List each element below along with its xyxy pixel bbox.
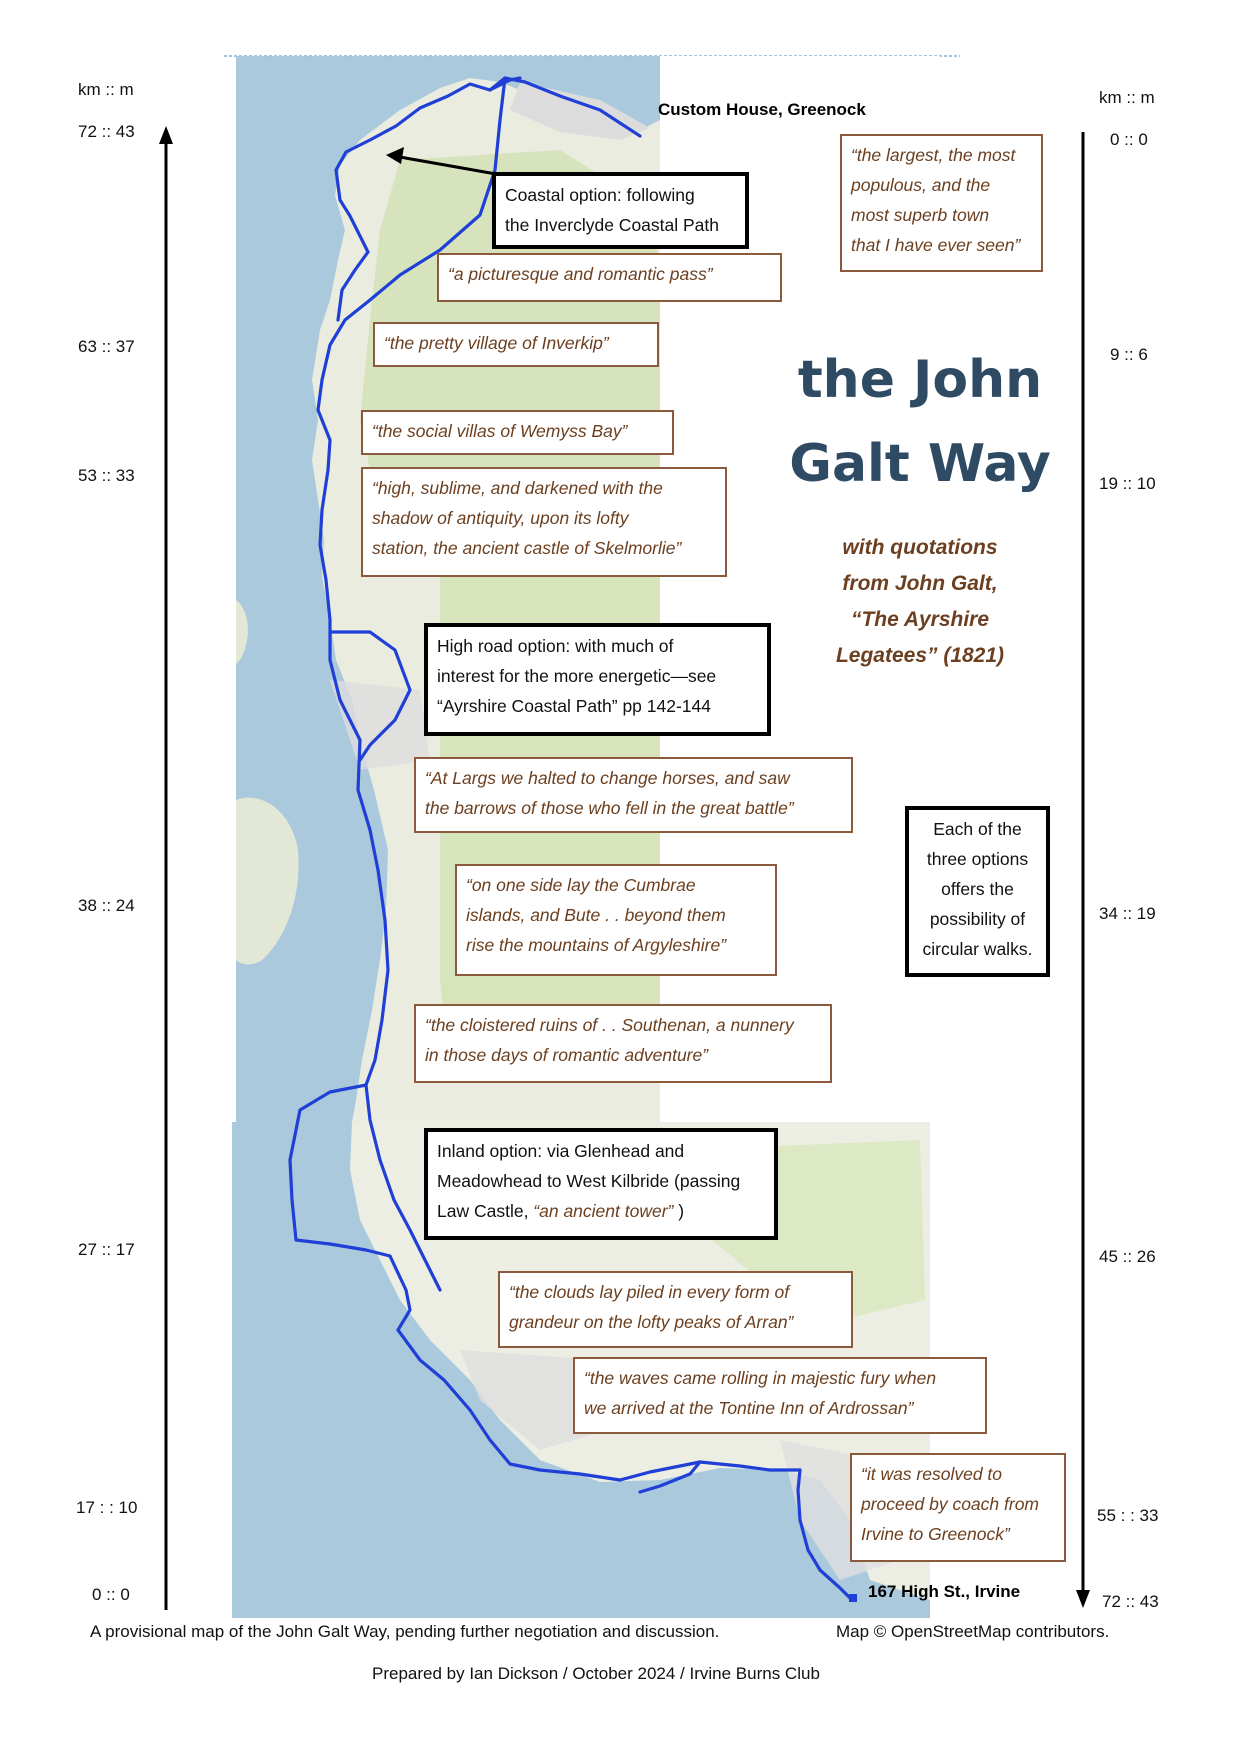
quote-line: “on one side lay the Cumbrae (466, 875, 696, 895)
quote-line: “the waves came rolling in majestic fury… (584, 1368, 937, 1388)
note-text: ) (673, 1201, 685, 1221)
note-line: “Ayrshire Coastal Path” pp 142-144 (437, 696, 711, 716)
quote-line: Irvine to Greenock” (861, 1524, 1010, 1544)
quote-box: “the waves came rolling in majestic fury… (573, 1357, 987, 1434)
note-line: High road option: with much of (437, 636, 674, 656)
note-line: Inland option: via Glenhead and (437, 1141, 685, 1161)
left-scale-mark: 53 :: 33 (78, 466, 135, 485)
quote-line: station, the ancient castle of Skelmorli… (372, 538, 682, 558)
quote-line: “At Largs we halted to change horses, an… (425, 768, 790, 788)
left-scale-mark: 38 :: 24 (78, 896, 135, 915)
quote-box: “a picturesque and romantic pass” (437, 253, 782, 302)
footer-prepared-by: Prepared by Ian Dickson / October 2024 /… (372, 1664, 820, 1683)
start-place-label: Custom House, Greenock (658, 100, 866, 119)
right-scale-mark: 55 : : 33 (1097, 1506, 1159, 1525)
coastal-pointer-arrowhead (386, 147, 404, 164)
map-island-cumbrae (236, 600, 248, 664)
quote-line: islands, and Bute . . beyond them (466, 905, 726, 925)
right-scale-mark: 9 :: 6 (1110, 345, 1148, 364)
quote-line: rise the mountains of Argyleshire” (466, 935, 727, 955)
subtitle-line: from John Galt, (842, 572, 998, 595)
right-scale-mark: 72 :: 43 (1102, 1592, 1159, 1611)
subtitle-line: Legatees” (1821) (835, 644, 1005, 667)
quote-line: “it was resolved to (861, 1464, 1003, 1484)
subtitle-line: “The Ayrshire (850, 608, 990, 631)
map-mask-top-right (660, 56, 670, 126)
right-scale-mark: 45 :: 26 (1099, 1247, 1156, 1266)
right-scale-mark: 34 :: 19 (1099, 904, 1156, 923)
right-scale-arrowhead (1076, 1590, 1090, 1608)
quote-line: the barrows of those who fell in the gre… (425, 798, 794, 818)
quote-line: “the social villas of Wemyss Bay” (372, 421, 628, 441)
map-title-line: the John (797, 350, 1043, 410)
note-line: Law Castle, “an ancient tower” ) (437, 1196, 765, 1226)
quote-line: “high, sublime, and darkened with the (372, 478, 663, 498)
quote-box: “At Largs we halted to change horses, an… (414, 757, 853, 833)
footer-caption: A provisional map of the John Galt Way, … (90, 1622, 720, 1641)
map-title-line: Galt Way (789, 434, 1051, 494)
quote-line: populous, and the (851, 175, 991, 195)
quote-line: “the pretty village of Inverkip” (384, 333, 609, 353)
left-scale-arrowhead (159, 126, 173, 144)
quote-line: most superb town (851, 205, 990, 225)
quote-line: in those days of romantic adventure” (425, 1045, 709, 1065)
route-line (288, 76, 854, 1602)
map-island-bute (236, 797, 299, 965)
note-line: interest for the more energetic—see (437, 666, 717, 686)
quote-line: grandeur on the lofty peaks of Arran” (509, 1312, 794, 1332)
note-line: the Inverclyde Coastal Path (505, 215, 720, 235)
left-scale-mark: 72 :: 43 (78, 122, 135, 141)
note-text: Law Castle, (437, 1201, 534, 1221)
map-subtitle: with quotations from John Galt, “The Ayr… (770, 530, 1070, 674)
quote-line: “the largest, the most (851, 145, 1016, 165)
quote-line: we arrived at the Tontine Inn of Ardross… (584, 1398, 914, 1418)
left-scale-header: km :: m (78, 80, 134, 99)
note-quote: “an ancient tower” (533, 1201, 674, 1221)
note-line: offers the (941, 879, 1014, 899)
note-line: Meadowhead to West Kilbride (passing (437, 1171, 741, 1191)
quote-line: “the clouds lay piled in every form of (509, 1282, 790, 1302)
note-line: circular walks. (922, 939, 1033, 959)
right-scale-header: km :: m (1099, 88, 1155, 107)
circular-walks-note: Each of the three options offers the pos… (905, 806, 1050, 977)
high-road-option-note: High road option: with much of interest … (424, 623, 771, 736)
left-scale-mark: 17 : : 10 (76, 1498, 138, 1517)
right-scale-mark: 19 :: 10 (1099, 474, 1156, 493)
inland-option-note: Inland option: via Glenhead and Meadowhe… (424, 1128, 778, 1240)
quote-box: “the pretty village of Inverkip” (373, 322, 659, 367)
coastal-option-note: Coastal option: following the Inverclyde… (492, 172, 749, 249)
quote-box: “the largest, the most populous, and the… (840, 134, 1043, 272)
quote-line: shadow of antiquity, upon its lofty (372, 508, 629, 528)
quote-line: “a picturesque and romantic pass” (448, 264, 713, 284)
quote-box: “high, sublime, and darkened with the sh… (361, 467, 727, 577)
route-end-marker (849, 1594, 857, 1602)
quote-box: “the cloistered ruins of . . Southenan, … (414, 1004, 832, 1083)
left-scale-mark: 0 :: 0 (92, 1585, 130, 1604)
quote-line: that I have ever seen” (851, 235, 1021, 255)
quote-box: “the clouds lay piled in every form of g… (498, 1271, 853, 1348)
footer-credit: Map © OpenStreetMap contributors. (836, 1622, 1110, 1641)
quote-line: proceed by coach from (861, 1494, 1040, 1514)
left-scale-mark: 63 :: 37 (78, 337, 135, 356)
end-place-label: 167 High St., Irvine (868, 1582, 1021, 1601)
coastal-pointer-line (393, 154, 497, 176)
note-line: three options (926, 849, 1029, 869)
note-line: Coastal option: following (505, 185, 695, 205)
quote-box: “on one side lay the Cumbrae islands, an… (455, 864, 777, 976)
note-line: possibility of (929, 909, 1026, 929)
right-scale-mark: 0 :: 0 (1110, 130, 1148, 149)
quote-line: “the cloistered ruins of . . Southenan, … (425, 1015, 794, 1035)
map-town-greenock (510, 82, 650, 140)
map-title: the John Galt Way (770, 338, 1070, 506)
subtitle-line: with quotations (842, 536, 998, 559)
quote-box: “it was resolved to proceed by coach fro… (850, 1453, 1066, 1562)
quote-box: “the social villas of Wemyss Bay” (361, 410, 674, 455)
note-line: Each of the (933, 819, 1022, 839)
left-scale-mark: 27 :: 17 (78, 1240, 135, 1259)
